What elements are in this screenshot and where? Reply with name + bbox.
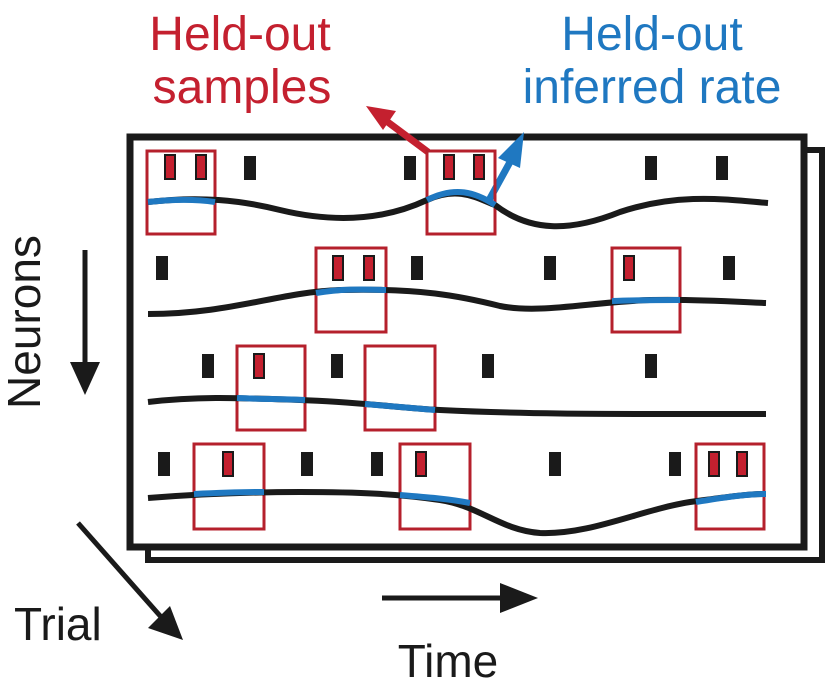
- held-out-box: [192, 442, 266, 531]
- time-label: Time: [398, 635, 499, 687]
- spike: [244, 156, 256, 180]
- spike: [544, 256, 556, 280]
- held-out-box: [425, 149, 497, 236]
- rate-held-out: [193, 489, 265, 497]
- held-out-rate-arrow: [484, 132, 524, 204]
- held-out-box: [610, 246, 682, 334]
- rate-held-out: [364, 401, 436, 413]
- trial-arrow: [76, 521, 183, 640]
- spike: [331, 354, 343, 378]
- neuron-row-2: [147, 246, 767, 334]
- held-out-box: [398, 442, 472, 531]
- spike: [156, 256, 168, 280]
- rate-held-out: [147, 196, 216, 205]
- spike: [158, 452, 170, 476]
- spike-held-out: [164, 154, 176, 180]
- rate-held-out: [236, 395, 306, 403]
- spike-held-out: [473, 154, 485, 180]
- held-out-rate-label-line1: Held-out: [561, 8, 742, 61]
- rate-held-out: [315, 286, 387, 296]
- held-out-rate-label-line2: inferred rate: [523, 61, 782, 114]
- held-out-box: [694, 442, 766, 531]
- held-out-samples-label-line2: samples: [153, 61, 332, 114]
- spike: [404, 156, 416, 180]
- neuron-row-3: [147, 344, 766, 432]
- held-out-samples-label-line1: Held-out: [149, 8, 330, 61]
- spike-held-out: [195, 154, 207, 180]
- spike: [301, 452, 313, 476]
- trial-label: Trial: [14, 598, 102, 650]
- spike-held-out: [736, 451, 748, 477]
- rate-held-out: [425, 189, 497, 208]
- neurons-label: Neurons: [0, 235, 50, 409]
- spike: [549, 452, 561, 476]
- spike: [411, 256, 423, 280]
- neuron-row-4: [147, 442, 767, 537]
- neuron-row-1: [145, 149, 769, 236]
- spike: [645, 354, 657, 378]
- spike: [482, 354, 494, 378]
- spike: [202, 354, 214, 378]
- spike-held-out: [443, 154, 455, 180]
- held-out-box: [363, 344, 437, 432]
- spike-held-out: [623, 255, 635, 281]
- rate-held-out: [695, 491, 767, 505]
- rate-held-out: [399, 492, 471, 506]
- neurons-arrow: [70, 250, 100, 395]
- rate-curve: [147, 488, 767, 537]
- rate-held-out: [611, 297, 681, 304]
- spike: [669, 452, 681, 476]
- spike-held-out: [253, 353, 265, 379]
- spike: [716, 156, 728, 180]
- spike-held-out: [708, 451, 720, 477]
- spike-held-out: [222, 451, 234, 477]
- time-arrow: [382, 583, 538, 613]
- spike: [645, 156, 657, 180]
- spike-held-out: [415, 451, 427, 477]
- spike: [723, 256, 735, 280]
- spike-held-out: [332, 255, 344, 281]
- held-out-box: [235, 344, 307, 432]
- held-out-box: [145, 149, 217, 236]
- spike-held-out: [363, 255, 375, 281]
- spike: [371, 452, 383, 476]
- held-out-samples-arrow: [366, 106, 431, 155]
